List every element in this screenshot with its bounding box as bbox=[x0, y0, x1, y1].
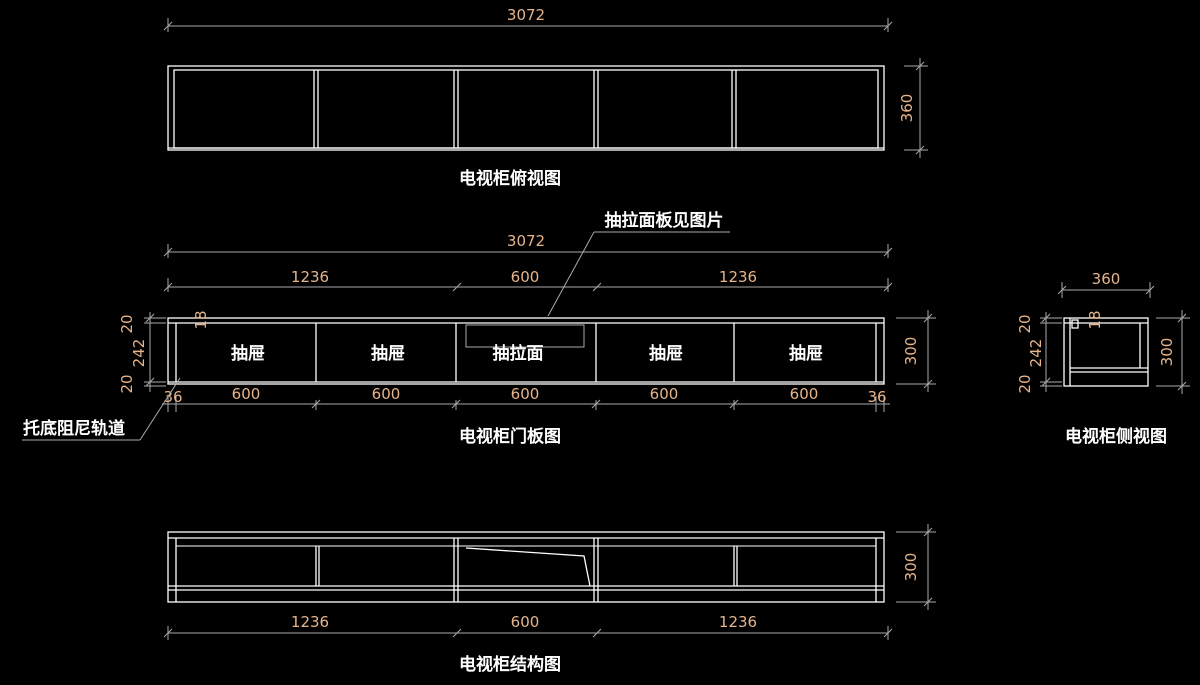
door-panel-label-2: 抽屉 bbox=[371, 343, 405, 364]
side-view-left-dim-middle: 242 bbox=[1027, 339, 1045, 368]
top-view-inner-outline bbox=[173, 69, 879, 149]
top-view-title: 电视柜俯视图 bbox=[459, 168, 561, 189]
door-panel-label-5: 抽屉 bbox=[789, 343, 823, 364]
door-view-panel-dim-1: 600 bbox=[232, 385, 261, 403]
side-view-cabinet bbox=[1063, 317, 1149, 387]
drawer-callout-text: 抽拉面板见图片 bbox=[605, 210, 724, 231]
door-view-overall-label: 3072 bbox=[507, 232, 545, 250]
side-view-left-dim-bottom: 20 bbox=[1016, 374, 1034, 393]
drawer-callout-leader bbox=[547, 231, 730, 317]
side-view-height-label: 300 bbox=[1158, 338, 1176, 367]
structure-view-segment-dimension bbox=[163, 626, 893, 640]
side-view-outline bbox=[1063, 317, 1149, 387]
top-view-depth-label: 360 bbox=[898, 94, 916, 123]
door-view-left-dim-top: 20 bbox=[118, 314, 136, 333]
door-panel-label-4: 抽屉 bbox=[649, 343, 683, 364]
drawer-pull-panel-outline bbox=[465, 324, 585, 348]
side-view-left-dim-top: 20 bbox=[1016, 314, 1034, 333]
door-view-left-dim-bottom: 20 bbox=[118, 374, 136, 393]
door-view-segment-left: 1236 bbox=[291, 268, 329, 286]
door-view-height-dimension bbox=[896, 310, 936, 392]
door-view-panel-dim-3: 600 bbox=[511, 385, 540, 403]
top-view-dividers bbox=[313, 70, 737, 148]
structure-view-segment-right: 1236 bbox=[719, 613, 757, 631]
door-view-segment-middle: 600 bbox=[511, 268, 540, 286]
side-view-door-edge bbox=[1071, 319, 1079, 329]
door-view-panel-thickness: 18 bbox=[192, 310, 210, 329]
structure-view-segment-left: 1236 bbox=[291, 613, 329, 631]
door-view-panel-dim-2: 600 bbox=[372, 385, 401, 403]
door-view-height-label: 300 bbox=[902, 337, 920, 366]
side-view-depth-label: 360 bbox=[1092, 270, 1121, 288]
door-view-panel-dimension bbox=[162, 396, 890, 412]
side-view-left-dimension bbox=[1040, 312, 1062, 392]
door-panel-label-3: 抽拉面 bbox=[493, 343, 544, 364]
side-view-panel-thickness: 18 bbox=[1086, 310, 1104, 329]
structure-view-drawer-profile bbox=[465, 547, 591, 587]
door-view-outline bbox=[167, 317, 885, 385]
door-view-left-dim-middle: 242 bbox=[130, 339, 148, 368]
door-view-title: 电视柜门板图 bbox=[459, 426, 561, 447]
door-view-cabinet bbox=[167, 317, 885, 385]
door-view-segment-right: 1236 bbox=[719, 268, 757, 286]
door-view-edge-dim-left: 36 bbox=[163, 388, 182, 406]
side-view-title: 电视柜侧视图 bbox=[1065, 426, 1167, 447]
structure-view-cabinet bbox=[167, 531, 885, 603]
door-view-edge-dim-right: 36 bbox=[867, 388, 886, 406]
door-view-overall-dimension bbox=[163, 244, 893, 258]
structure-view-outline bbox=[167, 531, 885, 603]
structure-view-title: 电视柜结构图 bbox=[459, 654, 561, 675]
door-view-segment-dimension bbox=[163, 278, 893, 292]
top-view-outline bbox=[167, 65, 885, 151]
side-view-depth-dimension bbox=[1057, 282, 1155, 298]
top-view-width-dimension bbox=[163, 18, 893, 32]
door-panel-label-1: 抽屉 bbox=[231, 343, 265, 364]
rail-callout-text: 托底阻尼轨道 bbox=[23, 418, 125, 439]
top-view bbox=[163, 18, 928, 158]
rail-callout-leader bbox=[22, 377, 181, 441]
door-view-panel-dim-4: 600 bbox=[650, 385, 679, 403]
side-view-height-dimension bbox=[1156, 310, 1190, 394]
structure-view-height-label: 300 bbox=[902, 553, 920, 582]
top-view-width-label: 3072 bbox=[507, 6, 545, 24]
structure-view-height-dimension bbox=[896, 524, 936, 610]
door-view-panel-dim-5: 600 bbox=[790, 385, 819, 403]
top-view-depth-dimension bbox=[904, 58, 928, 158]
door-view-left-dimension bbox=[144, 312, 166, 392]
structure-view-segment-middle: 600 bbox=[511, 613, 540, 631]
